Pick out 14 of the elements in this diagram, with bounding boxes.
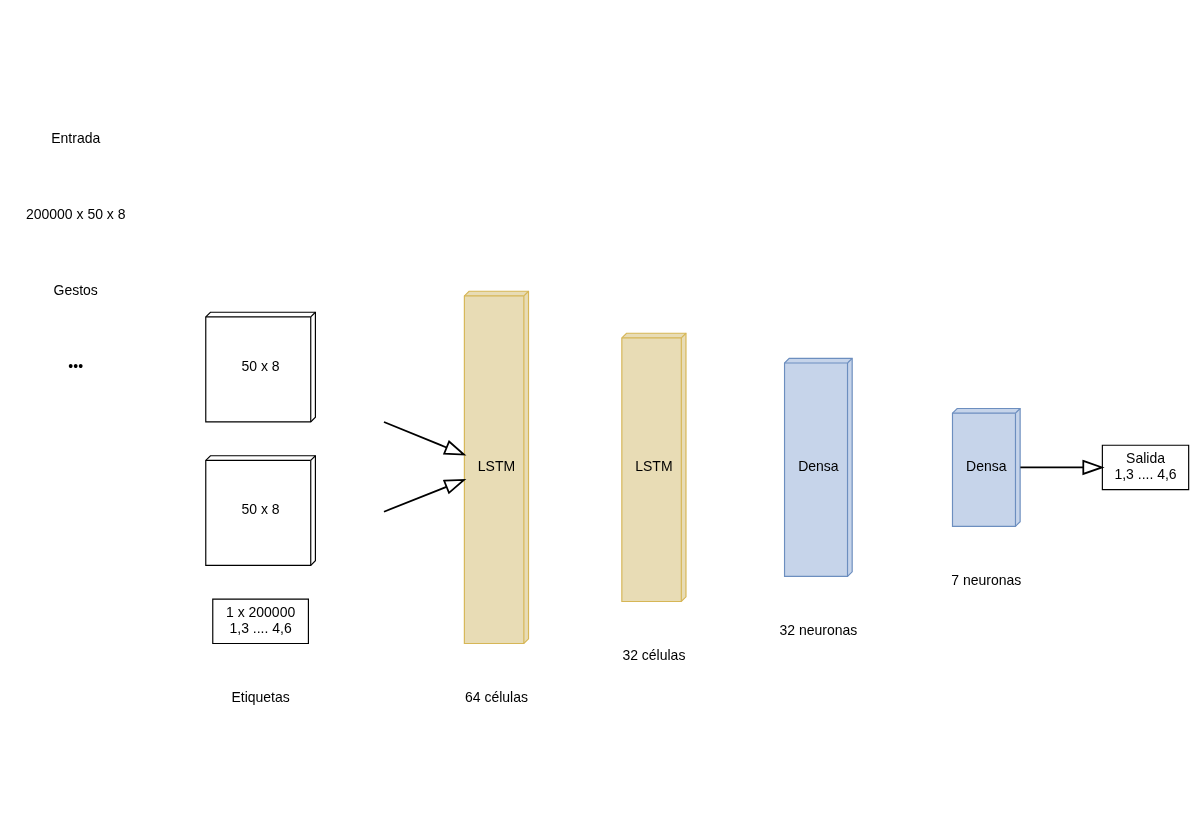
- arrow: [1019, 459, 1105, 476]
- label: Gestos: [53, 281, 98, 298]
- label: Entrada: [51, 130, 101, 147]
- node-box: 1 x 200000 1,3 .... 4,6: [212, 598, 309, 645]
- node-label: 32 neuronas: [779, 622, 858, 639]
- arrow: [383, 478, 467, 513]
- node-label: 7 neuronas: [951, 572, 1022, 589]
- label: 200000 x 50 x 8: [25, 206, 126, 223]
- node-box: Salida 1,3 .... 4,6: [1101, 444, 1190, 491]
- node-label: 32 células: [622, 646, 686, 663]
- node-label: 64 células: [464, 688, 528, 705]
- arrow: [383, 421, 467, 456]
- node-label: Etiquetas: [231, 688, 290, 705]
- label: •••: [68, 357, 84, 374]
